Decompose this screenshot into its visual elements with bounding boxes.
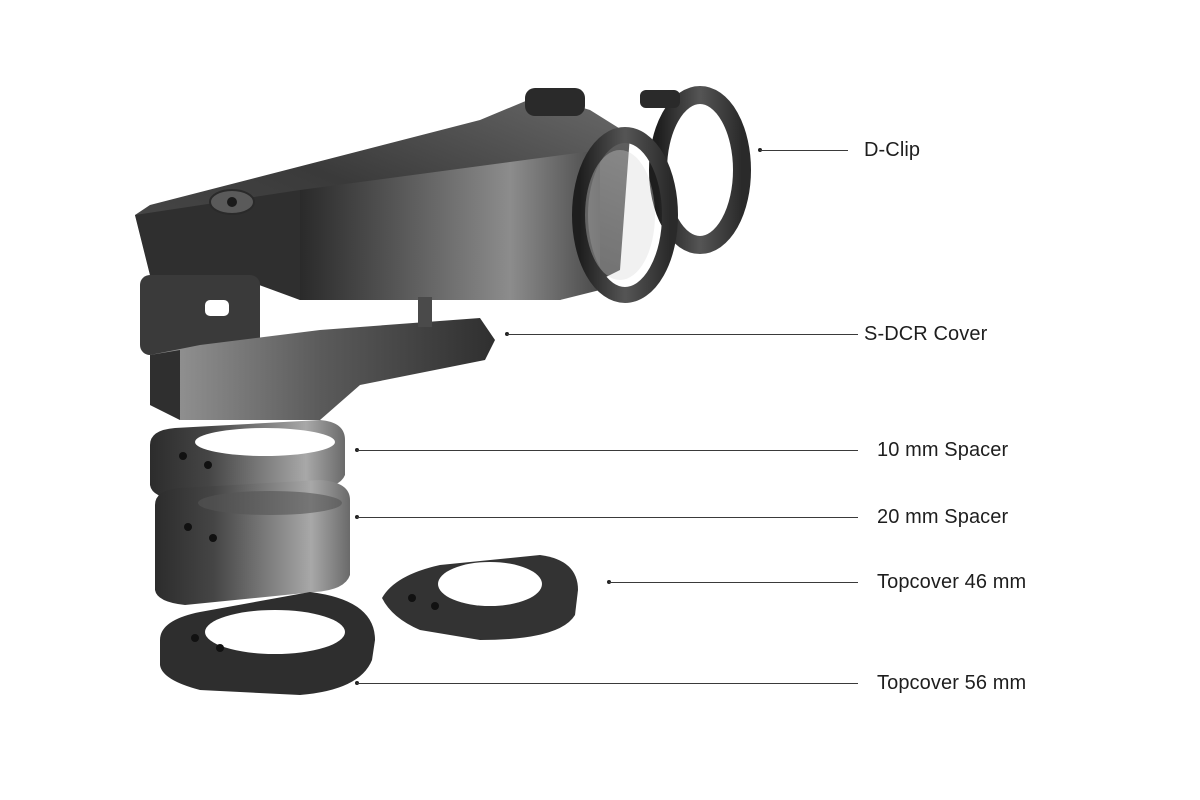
leader-line [760,150,848,151]
callout-20mm-spacer: 20 mm Spacer [0,506,1200,528]
spacer-20mm-part [155,480,350,605]
leader-line [609,582,858,583]
label-10mm-spacer: 10 mm Spacer [877,439,1009,461]
leader-line [357,683,858,684]
label-topcover-46mm: Topcover 46 mm [877,571,1027,593]
leader-line [507,334,858,335]
topcover-56mm-part [160,592,375,695]
spacer-10mm-part [150,420,345,500]
callout-topcover-56mm: Topcover 56 mm [0,672,1200,694]
topcover-46mm-part [382,555,578,640]
label-s-dcr-cover: S-DCR Cover [864,323,988,345]
label-topcover-56mm: Topcover 56 mm [877,672,1027,694]
leader-line [357,450,858,451]
callout-topcover-46mm: Topcover 46 mm [0,571,1200,593]
callout-d-clip: D-Clip [0,139,1200,161]
leader-line [357,517,858,518]
s-dcr-cover-part [150,297,495,420]
label-d-clip: D-Clip [864,139,921,161]
callout-s-dcr-cover: S-DCR Cover [0,323,1200,345]
stem-body-part [135,88,678,355]
label-20mm-spacer: 20 mm Spacer [877,506,1009,528]
callout-10mm-spacer: 10 mm Spacer [0,439,1200,461]
